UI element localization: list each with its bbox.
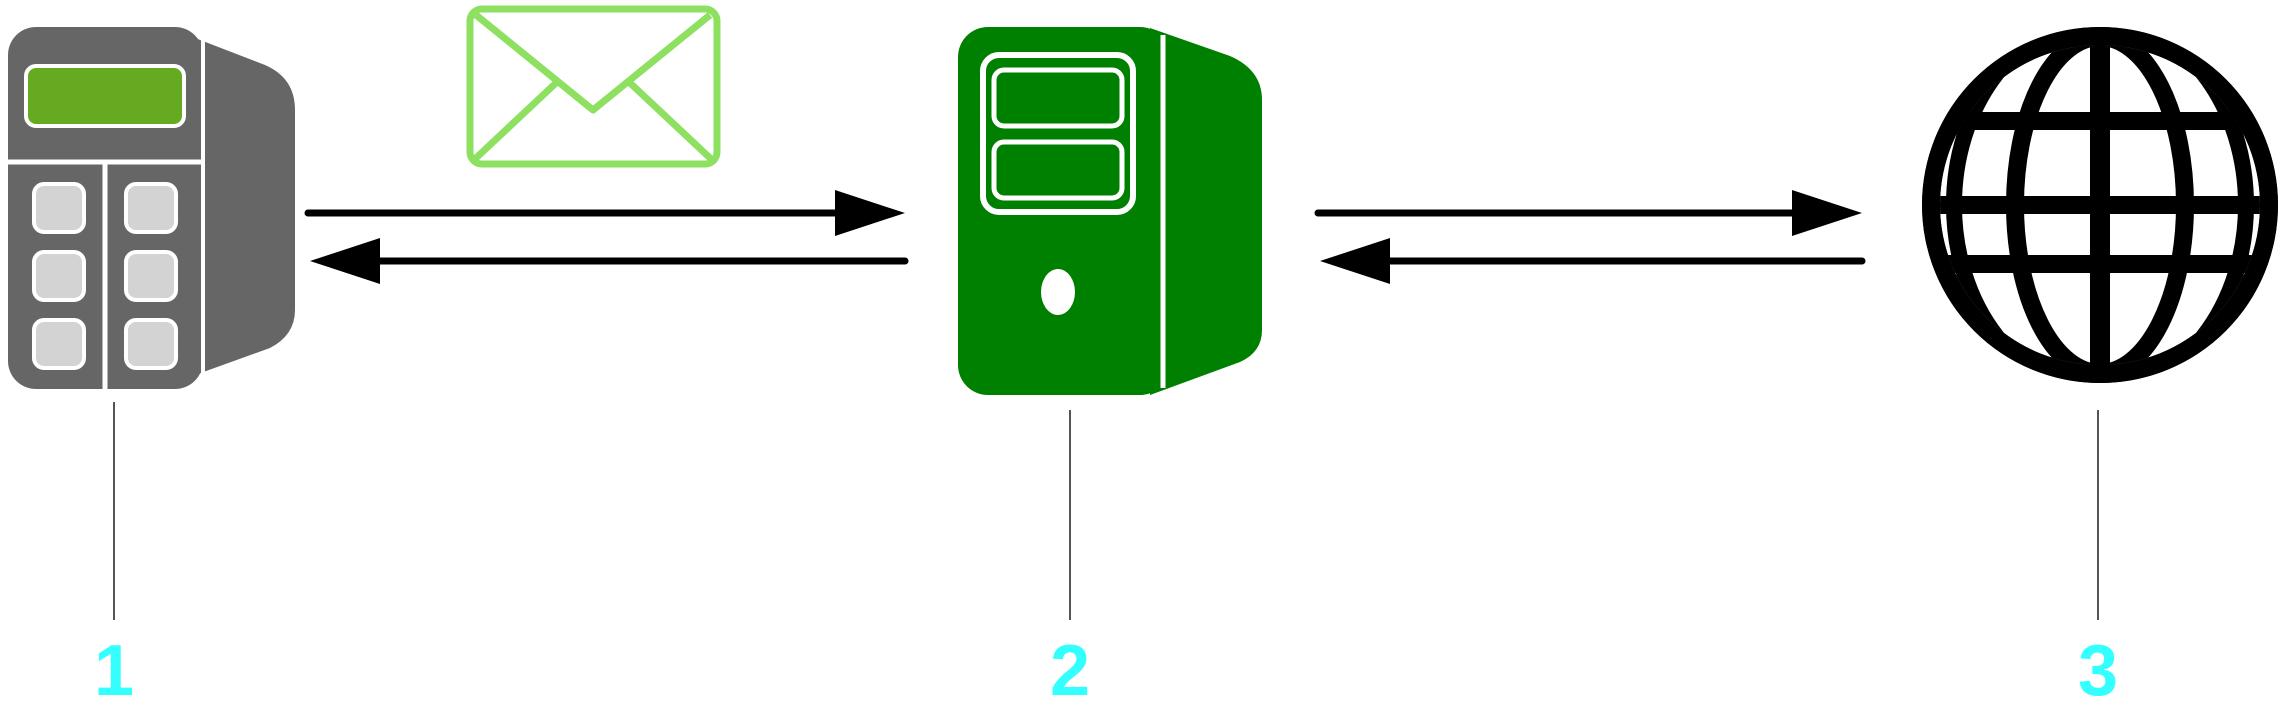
label-internet-number: 3 xyxy=(2078,631,2118,711)
arrow-server-to-device xyxy=(310,238,909,284)
server-power-button xyxy=(1041,269,1075,315)
arrow-device-to-server xyxy=(304,190,905,236)
device-keypad xyxy=(32,182,178,370)
device-screen xyxy=(24,64,186,128)
envelope-icon xyxy=(466,5,721,168)
arrow-server-to-internet xyxy=(1314,190,1862,236)
device-key xyxy=(124,318,178,370)
device-key xyxy=(32,318,86,370)
arrow-internet-to-server xyxy=(1320,238,1866,284)
server-drive-bay xyxy=(991,139,1125,201)
keypad-terminal-icon xyxy=(8,27,295,389)
device-key xyxy=(32,182,86,234)
device-key xyxy=(32,250,86,302)
server-side-panel xyxy=(1150,28,1262,395)
server-tower-icon xyxy=(958,27,1262,395)
label-device-number: 1 xyxy=(94,631,134,711)
device-side-panel xyxy=(195,38,295,375)
device-key xyxy=(124,182,178,234)
device-key xyxy=(124,250,178,302)
server-drive-frame xyxy=(980,52,1136,215)
globe-icon xyxy=(1922,27,2278,383)
server-drive-bay xyxy=(991,67,1125,129)
label-server-number: 2 xyxy=(1050,631,1090,711)
